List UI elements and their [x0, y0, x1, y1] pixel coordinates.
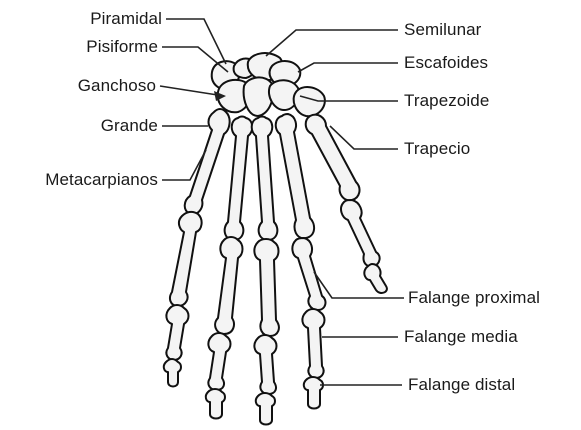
- proximal-phalanx-4: [215, 237, 242, 334]
- proximal-phalanx-5: [170, 212, 202, 306]
- distal-phalanx-5: [164, 359, 181, 387]
- label-falange-distal: Falange distal: [408, 375, 515, 395]
- leader-piramidal: [166, 19, 226, 64]
- distal-phalanx-2: [304, 377, 323, 409]
- middle-phalanx-2: [302, 309, 324, 378]
- metacarpal-3: [252, 117, 278, 241]
- label-pisiforme: Pisiforme: [40, 37, 158, 57]
- label-trapecio: Trapecio: [404, 139, 470, 159]
- leader-semilunar: [266, 30, 398, 56]
- middle-phalanx-5: [166, 305, 188, 360]
- label-semilunar: Semilunar: [404, 20, 481, 40]
- distal-phalanx-4: [206, 389, 225, 419]
- distal-phalanx-1: [364, 264, 387, 293]
- leader-escafoides: [298, 63, 398, 72]
- label-escafoides: Escafoides: [404, 53, 488, 73]
- metacarpal-4: [225, 117, 253, 241]
- label-trapezoide: Trapezoide: [404, 91, 489, 111]
- leader-ganchoso: [160, 86, 224, 96]
- leader-trapecio: [330, 126, 398, 149]
- proximal-phalanx-3: [254, 239, 279, 336]
- label-piramidal: Piramidal: [40, 9, 162, 29]
- proximal-phalanx-2: [292, 238, 325, 310]
- label-ganchoso: Ganchoso: [30, 76, 156, 96]
- label-grande: Grande: [40, 116, 158, 136]
- metacarpal-5: [185, 109, 230, 214]
- leader-falange-proximal: [314, 272, 404, 298]
- label-falange-media: Falange media: [404, 327, 518, 347]
- middle-phalanx-3: [254, 335, 276, 394]
- middle-phalanx-4: [208, 333, 230, 390]
- distal-phalanx-3: [256, 393, 275, 425]
- label-metacarpianos: Metacarpianos: [4, 170, 158, 190]
- label-falange-proximal: Falange proximal: [408, 288, 540, 308]
- middle-phalanges: [166, 305, 324, 394]
- proximal-phalanx-1: [341, 200, 380, 266]
- carpal-bones: [212, 53, 325, 116]
